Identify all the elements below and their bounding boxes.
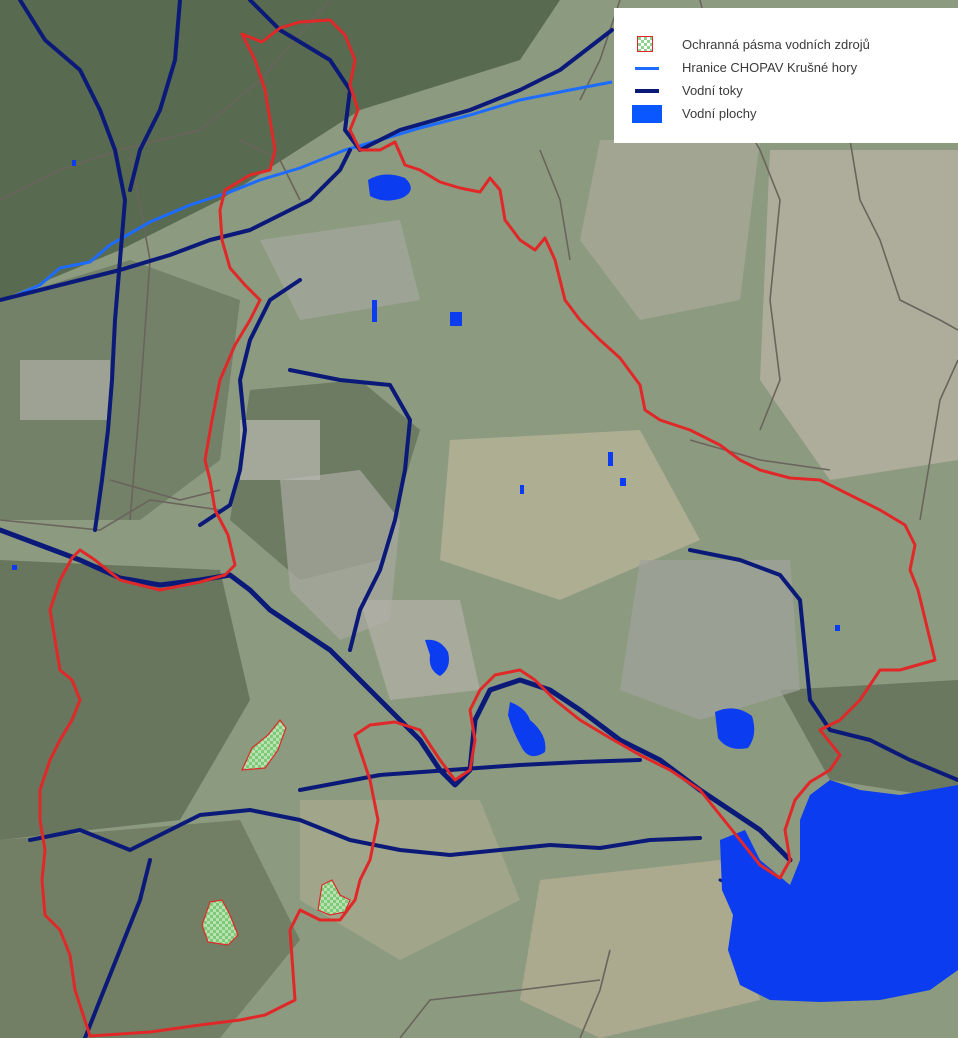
water-protection-zones — [201, 719, 351, 946]
urban-area — [260, 220, 420, 320]
legend-label: Hranice CHOPAV Krušné hory — [682, 60, 858, 75]
zone-boundary-line — [38, 18, 937, 1038]
urban-area — [360, 600, 480, 700]
hatched-polygon-icon — [626, 36, 670, 54]
urban-area — [20, 360, 110, 420]
dark-blue-line-icon — [626, 82, 670, 100]
legend-label: Vodní plochy — [682, 106, 757, 121]
lake-large — [720, 780, 958, 1002]
legend-label: Ochranná pásma vodních zdrojů — [682, 37, 870, 52]
urban-area — [280, 470, 400, 640]
pond — [608, 452, 613, 466]
lake — [425, 639, 449, 676]
field-area — [580, 140, 760, 320]
pond — [835, 625, 840, 631]
pond — [620, 478, 626, 486]
protection-zone — [317, 879, 351, 916]
field-area — [520, 860, 760, 1038]
blue-fill-icon — [626, 105, 670, 123]
protection-zone — [201, 899, 239, 946]
lake — [368, 174, 411, 201]
water-bodies — [12, 160, 958, 1002]
lake — [715, 708, 755, 749]
legend-item-water-bodies: Vodní plochy — [614, 103, 958, 125]
pond — [520, 485, 524, 494]
pond — [372, 300, 377, 322]
urban-area — [240, 420, 320, 480]
legend-label: Vodní toky — [682, 83, 743, 98]
field-area — [440, 430, 700, 600]
forest-area — [0, 560, 250, 840]
legend-item-water-courses: Vodní toky — [614, 80, 958, 102]
light-blue-line-icon — [626, 59, 670, 77]
legend-item-chopav-boundary: Hranice CHOPAV Krušné hory — [614, 57, 958, 79]
legend-item-protection-zones: Ochranná pásma vodních zdrojů — [614, 34, 958, 56]
pond — [450, 312, 462, 326]
lake — [508, 702, 546, 757]
pond — [72, 160, 76, 166]
protection-zone — [241, 719, 287, 771]
map-legend: Ochranná pásma vodních zdrojů Hranice CH… — [614, 8, 958, 143]
urban-area — [620, 560, 800, 720]
field-area — [760, 150, 958, 480]
forest-area — [0, 260, 240, 520]
forest-area — [0, 0, 560, 300]
chopav-boundary-line — [9, 80, 613, 300]
pond — [12, 565, 17, 570]
